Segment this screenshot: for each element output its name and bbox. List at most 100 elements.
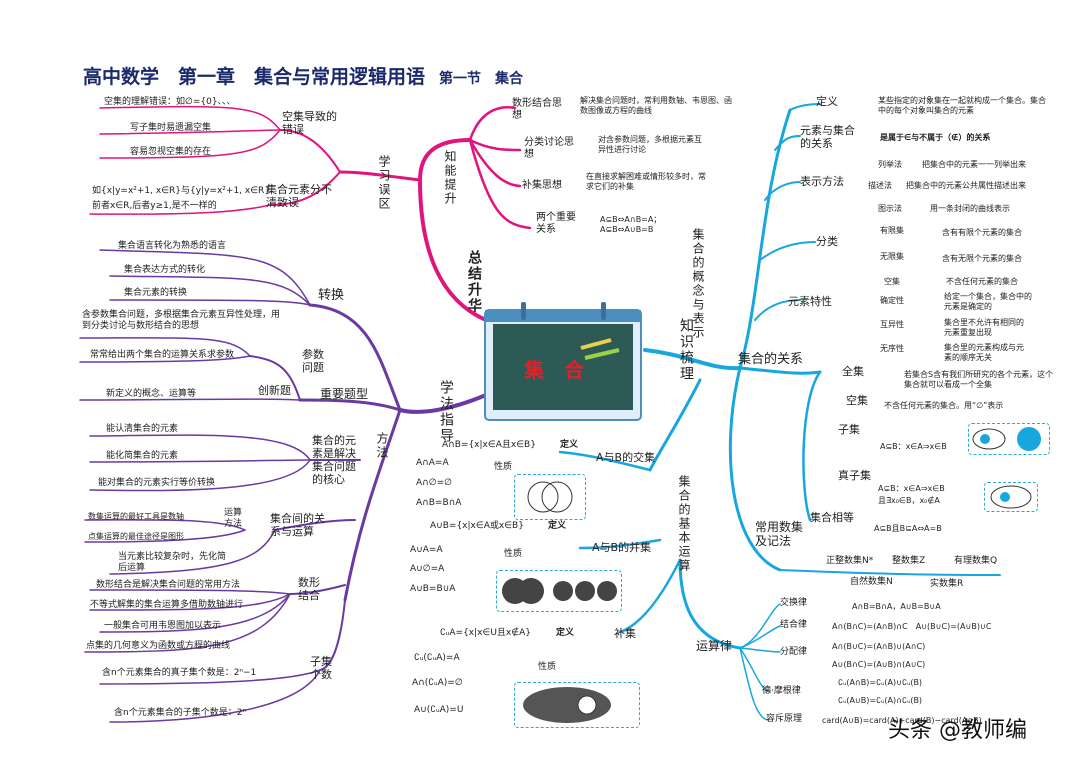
yunsuan-item: 数集运算的最好工具是数轴 <box>88 512 184 521</box>
venn-subset-icon <box>972 427 1041 451</box>
relation-label: 集合的关系 <box>738 352 804 367</box>
zhuanhuan-item: 集合元素的转换 <box>124 288 188 298</box>
property-value: 集合里不允许有相同的元素重复出现 <box>944 318 1024 337</box>
empty-set-title: 空集 <box>846 394 868 407</box>
hexin-item: 能认清集合的元素 <box>106 424 179 434</box>
number-set: 自然数集N <box>850 577 893 587</box>
complement-prop: ∁ᵤ(∁ᵤA)=A <box>414 653 460 663</box>
def-label: 定义 <box>560 440 579 450</box>
intersection-prop: A∩B=B∩A <box>416 498 462 508</box>
universal-set-text: 若集合S含有我们所研究的各个元素，这个集合就可以看成一个全集 <box>904 370 1054 389</box>
set-equal-text: A⊆B且B⊆A⇔A=B <box>874 524 942 533</box>
yunsuan-title: 集合间的关系与运算 <box>270 512 325 538</box>
representation-value: 用一条封闭的曲线表示 <box>930 204 1010 213</box>
section-title: 第一节 集合 <box>439 71 524 87</box>
law-value: A∩(B∩C)=(A∩B)∩C A∪(B∪C)=(A∪B)∪C <box>832 622 992 631</box>
zhineng-value: 在直接求解困难或情形较多时，常求它们的补集 <box>586 172 706 191</box>
yuansu-item: 如{x|y=x²+1, x∈R}与{y|y=x²+1, x∈R} <box>92 186 271 196</box>
ziji-count-item: 含n个元素集合的真子集个数是：2ⁿ−1 <box>102 668 257 678</box>
summary-branch-label: 总结升华 <box>466 250 482 314</box>
shuxing-item: 点集的几何意义为函数或方程的曲线 <box>86 641 231 651</box>
representation-value: 把集合中的元素一一列举出来 <box>922 160 1026 169</box>
zhuanhuan-label: 转换 <box>318 288 345 303</box>
yunsuan-item: 点集运算的最佳途径是图形 <box>88 532 184 541</box>
subset-title: 子集 <box>838 423 860 436</box>
classification-value: 不含任何元素的集合 <box>946 277 1018 286</box>
set-equal-title: 集合相等 <box>810 511 854 524</box>
intersection-def: A∩B={x|x∈A且x∈B} <box>442 440 536 450</box>
hexin-item: 能对集合的元素实行等价转换 <box>98 478 216 488</box>
center-board-illustration <box>484 302 642 421</box>
element-property-title: 元素特性 <box>788 295 832 308</box>
venn-union-icon <box>502 578 617 604</box>
canshu-item: 含参数集合问题，多根据集合元素互异性处理，用到分类讨论与数形结合的思想 <box>82 310 281 331</box>
branch-method <box>398 393 488 414</box>
chuangxin-title: 创新题 <box>258 384 291 397</box>
law-value: ∁ᵤ(A∩B)=∁ᵤ(A)∪∁ᵤ(B) <box>838 678 923 687</box>
yuansu-item: 前者x∈R,后者y≥1,是不一样的 <box>92 201 217 211</box>
venn-intersection-icon <box>527 481 573 513</box>
def-label: 定义 <box>556 628 575 638</box>
proper-subset-text: A⊊B：x∈A⇒x∈B <box>878 484 945 493</box>
branch-knowledge <box>643 348 742 371</box>
empty-set-text: 不含任何元素的集合。用“∅”表示 <box>884 401 1004 410</box>
def-label: 定义 <box>548 521 567 531</box>
yuansu-error-title: 集合元素分不清致误 <box>266 183 332 209</box>
subset-text: A⊆B：x∈A⇒x∈B <box>880 442 947 451</box>
zhineng-key: 补集思想 <box>522 180 562 191</box>
union-venn-box <box>496 570 622 612</box>
union-prop: A∪B=B∪A <box>410 584 456 594</box>
venn-proper-subset-icon <box>990 485 1032 509</box>
complement-prop: A∪(∁ᵤA)=U <box>414 705 464 715</box>
property-value: 集合里的元素构成与元素的顺序无关 <box>944 343 1024 362</box>
union-title: A与B的并集 <box>592 541 652 554</box>
chapter-title: 高中数学 第一章 集合与常用逻辑用语 <box>83 66 426 88</box>
number-set: 实数集R <box>930 579 964 589</box>
prop-label: 性质 <box>504 549 523 559</box>
zhineng-value: A⊆B⇔A∩B=A；A⊆B⇔A∪B=B <box>600 215 662 234</box>
hexin-title: 集合的元素是解决集合问题的核心 <box>312 434 356 486</box>
zhineng-value: 对含参数问题，多根据元素互异性进行讨论 <box>598 135 702 154</box>
representation-key: 描述法 <box>868 181 892 190</box>
zhineng-key: 数形结合思想 <box>512 98 562 121</box>
zhongyao-label: 重要题型 <box>320 387 369 401</box>
venn-complement-icon <box>523 687 611 723</box>
intersection-title: A与B的交集 <box>596 451 656 464</box>
universal-set-title: 全集 <box>842 365 864 378</box>
shuxing-item: 数形结合是解决集合问题的常用方法 <box>96 580 241 590</box>
representation-key: 列举法 <box>878 160 902 169</box>
law-value: A∪(B∩C)=(A∪B)∩(A∪C) <box>832 660 926 669</box>
zhuanhuan-item: 集合语言转化为熟悉的语言 <box>118 241 227 251</box>
number-set: 有理数集Q <box>954 556 998 566</box>
knowledge-branch-label: 知识梳理 <box>678 318 694 382</box>
intersection-prop: A∩A=A <box>416 458 449 468</box>
classification-value: 含有有限个元素的集合 <box>942 228 1022 237</box>
notation-label: 常用数集及记法 <box>755 520 804 548</box>
concept-def-title: 定义 <box>816 95 838 108</box>
method-branch-label: 学法指导 <box>438 380 454 444</box>
yunsuan-sub-title: 运算方法 <box>224 508 243 529</box>
concept-def-text: 某些指定的对象集在一起就构成一个集合。集合中的每个对象叫集合的元素 <box>878 96 1046 115</box>
element-relation-title: 元素与集合的关系 <box>800 124 855 150</box>
zhineng-label: 知能提升 <box>443 150 457 206</box>
shuxing-item: 一般集合可用韦恩图加以表示 <box>104 621 222 631</box>
xuexi-label: 学习误区 <box>377 155 391 211</box>
law-key: 容斥原理 <box>766 714 803 724</box>
law-value: card(A∪B)=card(A)+card(B)−card(A∩B) <box>822 716 982 725</box>
union-prop: A∪A=A <box>410 545 443 555</box>
proper-subset-title: 真子集 <box>838 469 871 482</box>
number-set: 整数集Z <box>892 556 926 566</box>
property-key: 互异性 <box>880 320 904 329</box>
proper-subset-text: 且∃x₀∈B，x₀∉A <box>878 496 940 505</box>
branch-summary <box>417 138 488 322</box>
ziji-count-item: 含n个元素集合的子集个数是：2ⁿ <box>114 708 247 718</box>
representation-value: 把集合中的元素公共属性描述出来 <box>906 181 1026 190</box>
property-key: 确定性 <box>880 296 904 305</box>
center-label: 集 合 <box>524 358 584 382</box>
law-key: 交换律 <box>780 598 808 608</box>
canshu-title: 参数问题 <box>302 348 324 374</box>
complement-prop: A∩(∁ᵤA)=∅ <box>412 678 463 688</box>
page-title: 高中数学 第一章 集合与常用逻辑用语第一节 集合 <box>83 62 523 89</box>
ops-label: 集合的基本运算 <box>677 475 691 573</box>
